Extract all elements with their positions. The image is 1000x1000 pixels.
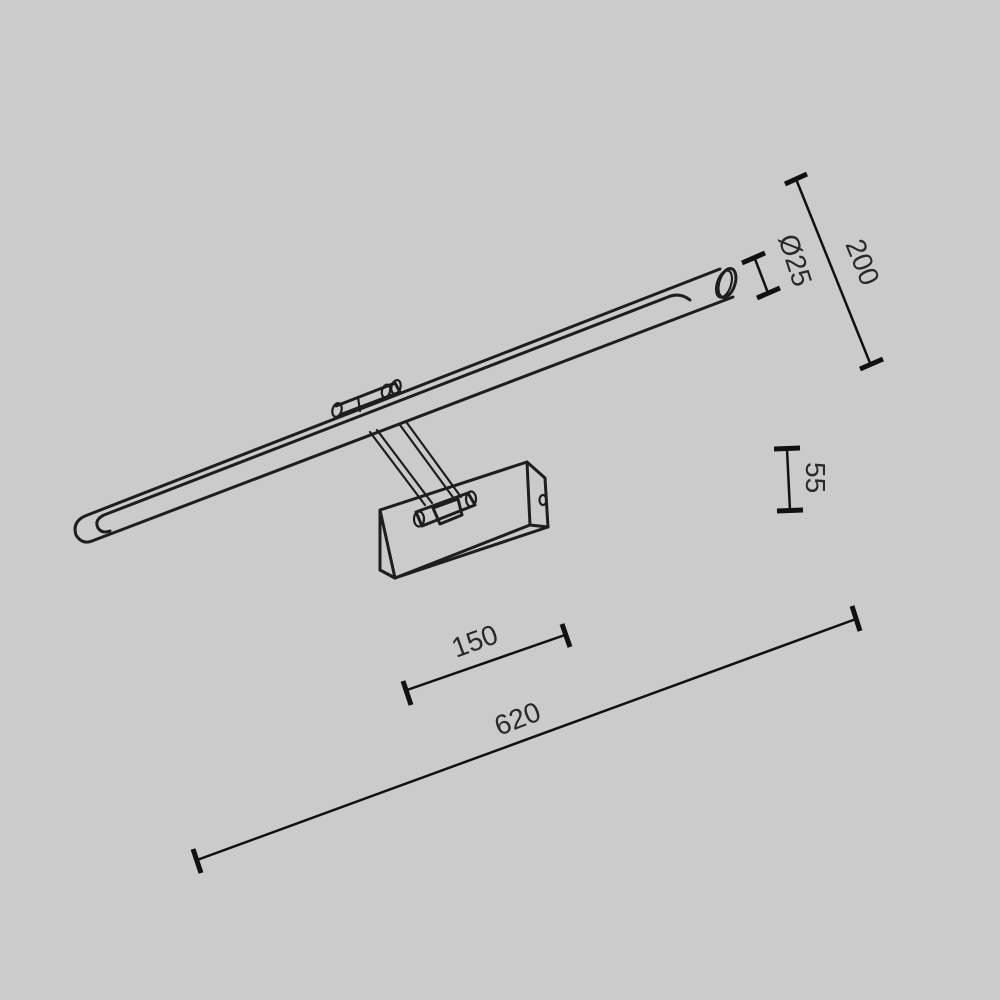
dimension-height-label: 200: [839, 235, 885, 290]
wall-base: [378, 460, 550, 580]
support-arms: [368, 421, 463, 507]
base-hinge: [412, 490, 478, 528]
bar-hinge: [331, 379, 402, 418]
dimension-base-width: 150: [400, 619, 573, 706]
dimension-base-height-label: 55: [800, 462, 831, 493]
lamp-illustration: [73, 267, 738, 580]
dimension-base-height: 55: [773, 445, 831, 514]
dimension-base-width-label: 150: [447, 619, 502, 664]
dimension-total-length: 620: [190, 605, 863, 874]
light-bar: [73, 267, 738, 544]
screw-hole-icon: [538, 493, 548, 507]
dimension-diameter-label: Ø25: [772, 230, 818, 290]
dimension-diameter: Ø25: [741, 230, 818, 301]
